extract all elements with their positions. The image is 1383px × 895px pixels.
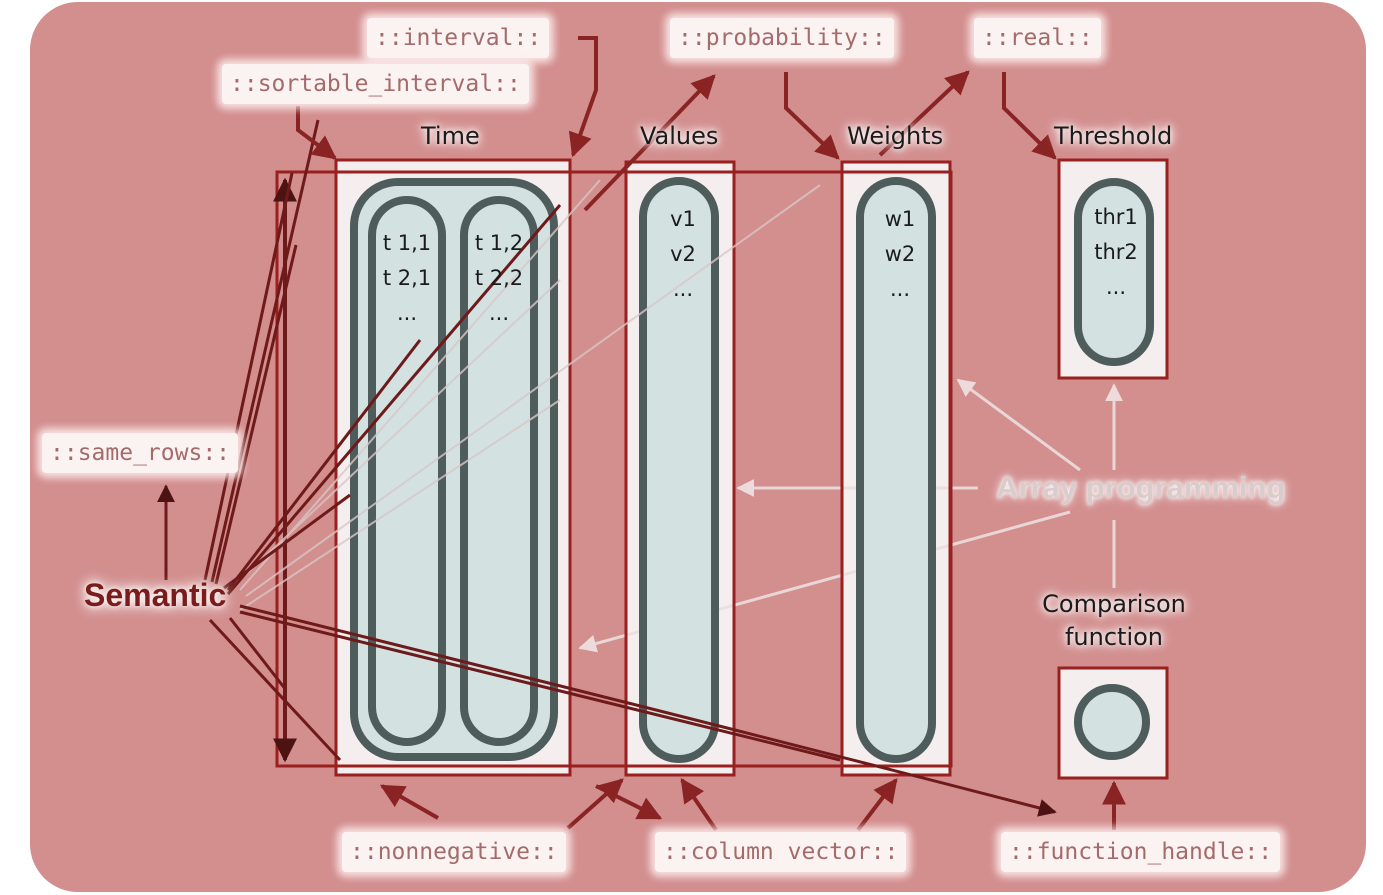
weights-cells: w1 w2 ... <box>860 202 940 307</box>
time-col2-pill <box>460 196 538 746</box>
threshold-column-label: Threshold <box>1054 122 1173 150</box>
time-col1-pill <box>368 196 446 746</box>
threshold-pill <box>1074 178 1154 366</box>
arrow-probability-to-weights <box>784 72 840 160</box>
same-rows-tag: ::same_rows:: <box>42 433 239 473</box>
threshold-cell: thr1 <box>1094 205 1138 229</box>
arrow-real-to-threshold <box>1002 72 1057 160</box>
real-tag: ::real:: <box>974 18 1101 58</box>
time-cell: t 1,2 <box>474 231 524 255</box>
interval-tag: ::interval:: <box>367 18 550 58</box>
column-vector-tag: ::column vector:: <box>655 832 907 872</box>
semantic-faint-spokes <box>239 179 821 611</box>
time-cell: t 1,1 <box>382 231 432 255</box>
time-col2-cells: t 1,2 t 2,2 ... <box>464 226 534 331</box>
comparison-circle <box>1074 684 1150 760</box>
arrow-sortable-interval <box>296 106 337 160</box>
threshold-cell: thr2 <box>1094 240 1138 264</box>
threshold-cells: thr1 thr2 ... <box>1074 200 1158 305</box>
nonnegative-tag: ::nonnegative:: <box>342 832 566 872</box>
values-column-label: Values <box>640 122 719 150</box>
time-column-label: Time <box>421 122 480 150</box>
time-cell: t 2,1 <box>382 266 432 290</box>
time-cell: ... <box>396 301 418 325</box>
threshold-frame <box>1057 158 1169 380</box>
semantic-label: Semantic <box>84 577 227 613</box>
values-pill <box>639 177 719 763</box>
arrow-nonnegative-values <box>566 778 624 830</box>
comparison-label-line2: function <box>1064 623 1164 651</box>
arrow-column-vector-values <box>595 784 663 820</box>
arrow-real-from-weights <box>878 70 970 157</box>
values-frame <box>624 160 736 777</box>
arrow-column-vector-weights <box>856 778 898 832</box>
function-handle-tag: ::function_handle:: <box>1001 832 1281 872</box>
weights-cell: w2 <box>884 242 916 266</box>
values-cell: ... <box>672 277 694 301</box>
sortable-interval-tag: ::sortable_interval:: <box>222 64 529 104</box>
arrow-probability-from-values <box>583 74 716 212</box>
array-programming-label: Array programming <box>996 470 1286 505</box>
arrow-column-vector-left <box>680 778 718 832</box>
semantic-arrows <box>157 119 1057 817</box>
probability-tag: ::probability:: <box>670 18 894 58</box>
red-frames <box>275 158 1169 780</box>
values-cells: v1 v2 ... <box>643 202 723 307</box>
arrow-interval <box>568 36 598 158</box>
values-cell: v1 <box>670 207 696 231</box>
array-arrow-weights <box>956 378 1081 472</box>
weights-cell: w1 <box>884 207 916 231</box>
time-col1-cells: t 1,1 t 2,1 ... <box>372 226 442 331</box>
arrow-nonnegative-time <box>379 784 439 820</box>
comparison-function-label: Comparison function <box>1024 588 1204 654</box>
time-cell: t 2,2 <box>474 266 524 290</box>
values-cell: v2 <box>670 242 696 266</box>
weights-pill <box>856 177 936 763</box>
tag-arrows <box>296 36 1126 832</box>
weights-column-label: Weights <box>847 122 944 150</box>
time-cell: ... <box>488 301 510 325</box>
comparison-frame <box>1057 666 1169 780</box>
comparison-label-line1: Comparison <box>1042 590 1186 618</box>
threshold-cell: ... <box>1105 275 1127 299</box>
weights-cell: ... <box>889 277 911 301</box>
